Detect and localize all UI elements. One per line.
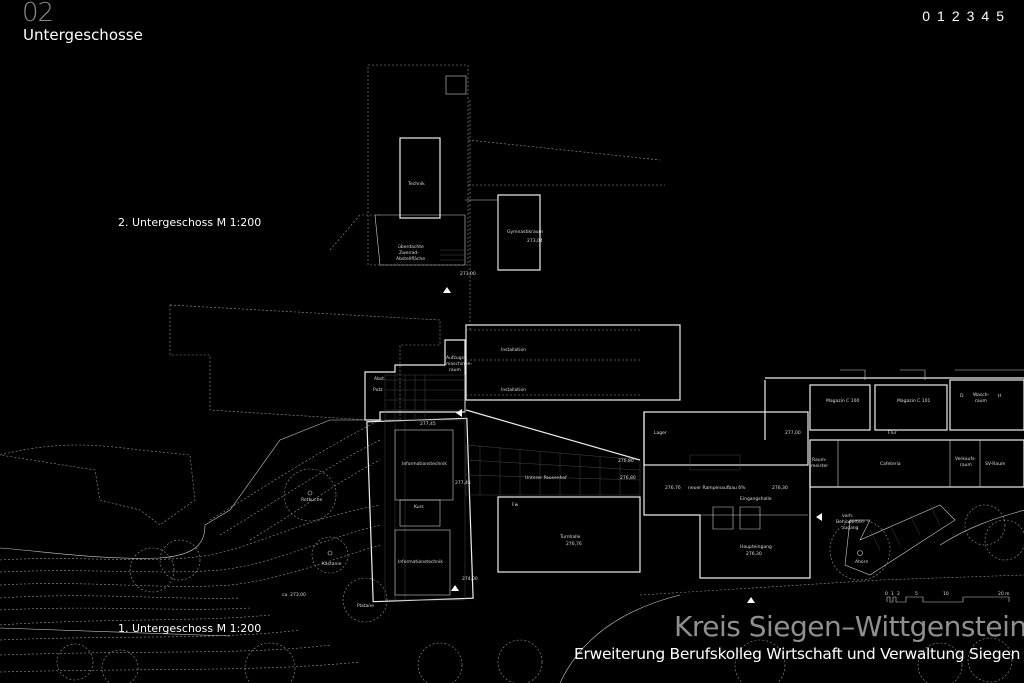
room-label: Putz [373,387,383,393]
scale-tick: 20 m [998,591,1010,597]
room-label: Cafeteria [880,461,901,467]
nav-link-5[interactable]: 5 [996,8,1004,24]
room-label: Technik [407,181,425,187]
room-label: Behinderten- [836,519,866,525]
room-label: H [998,393,1001,399]
room-label: Raum- [812,457,827,463]
room-label: Haupteingang [740,544,772,550]
room-label: Informationstechnik [398,559,443,565]
room-label: zugang [842,526,859,531]
level-label: ca. 273,00 [282,592,306,598]
level-label: 273,00 [460,271,476,277]
room-label: vorh. [842,513,853,519]
level-label: 277,00 [785,430,801,436]
room-label: Fw [512,502,519,508]
room-label: überdachte [398,244,424,250]
tree-label: Kastanie [322,561,342,567]
room-label: Magazin C 101 [897,398,930,404]
level-label: 276,80 [620,475,636,481]
scale-tick: 10 [943,591,949,597]
level-label: 277,45 [455,480,471,486]
nav-link-4[interactable]: 4 [981,8,990,24]
room-label: D [960,393,964,399]
room-label: Flur [888,430,897,436]
plan-2-untergeschoss [169,64,665,421]
room-label: Gymnastikraum [507,229,543,235]
plan-label-1-ug: 1. Untergeschoss M 1:200 [118,622,262,635]
nav-link-2[interactable]: 2 [951,8,960,24]
nav-link-0[interactable]: 0 [922,8,931,24]
room-label: Magazin C 100 [826,398,859,404]
nav-link-1[interactable]: 1 [937,8,945,24]
room-label: raum [975,398,987,404]
nav-link-3[interactable]: 3 [966,8,975,24]
room-label: Turnhalle [559,534,581,540]
level-label: 273,04 [527,238,543,244]
room-label: Aufzugs- [446,355,466,361]
scale-bar: 0 1 2 5 10 20 m [885,591,1010,603]
level-label: 276,80 [618,458,634,464]
trees [56,468,1024,683]
sheet-number: 02 [22,0,54,28]
room-label: Eingangshalle [740,496,772,502]
sheet-title: Untergeschosse [23,26,143,44]
level-label: 277,45 [420,421,436,427]
scale-tick: 1 [891,591,894,597]
level-label: 276,76 [566,541,582,547]
client-name: Kreis Siegen–Wittgenstein [674,610,1024,643]
room-label: Installation [501,387,526,393]
scale-tick: 0 [885,591,888,597]
room-label: Abst. [374,376,385,382]
level-label: 276,30 [772,485,788,491]
room-label: Installation [501,347,526,353]
level-label: 276,76 [665,485,681,491]
room-label: meister [811,463,828,469]
room-label: Informationstechnik [402,461,447,467]
scale-tick: 2 [897,591,900,597]
sheet-navigation: 0 1 2 3 4 5 [922,8,1004,24]
tree-label: Platane [357,603,374,609]
level-label: 274,00 [462,576,478,582]
room-labels: Technik überdachte Zweirad- Abstellfläch… [282,181,1005,609]
terrain-contours [0,419,381,673]
plan-label-2-ug: 2. Untergeschoss M 1:200 [118,216,262,229]
project-title: Erweiterung Berufskolleg Wirtschaft und … [574,645,1021,663]
room-label: Kurs [414,504,424,510]
room-label: Zweirad- [399,250,419,256]
room-label: raum [449,367,461,373]
room-label: Wasch- [973,392,990,398]
room-label: raum [960,462,972,468]
tree-label: Ahorn [855,559,868,565]
room-label: Abstellfläche [396,256,425,262]
room-label: Verkaufs- [955,456,976,462]
room-label: SV-Raum [985,461,1005,467]
room-label: Lager [654,430,667,436]
room-label: maschinen- [446,361,473,367]
room-label: neuer Rampenaufbau 6% [688,485,746,491]
room-label: Unterer Pausenhof [525,475,567,481]
plan-1-untergeschoss [364,324,1024,683]
level-label: 276,30 [746,551,762,557]
tree-label: Rotbuche [301,497,322,503]
entrance-markers [443,287,822,603]
scale-tick: 5 [915,591,918,597]
